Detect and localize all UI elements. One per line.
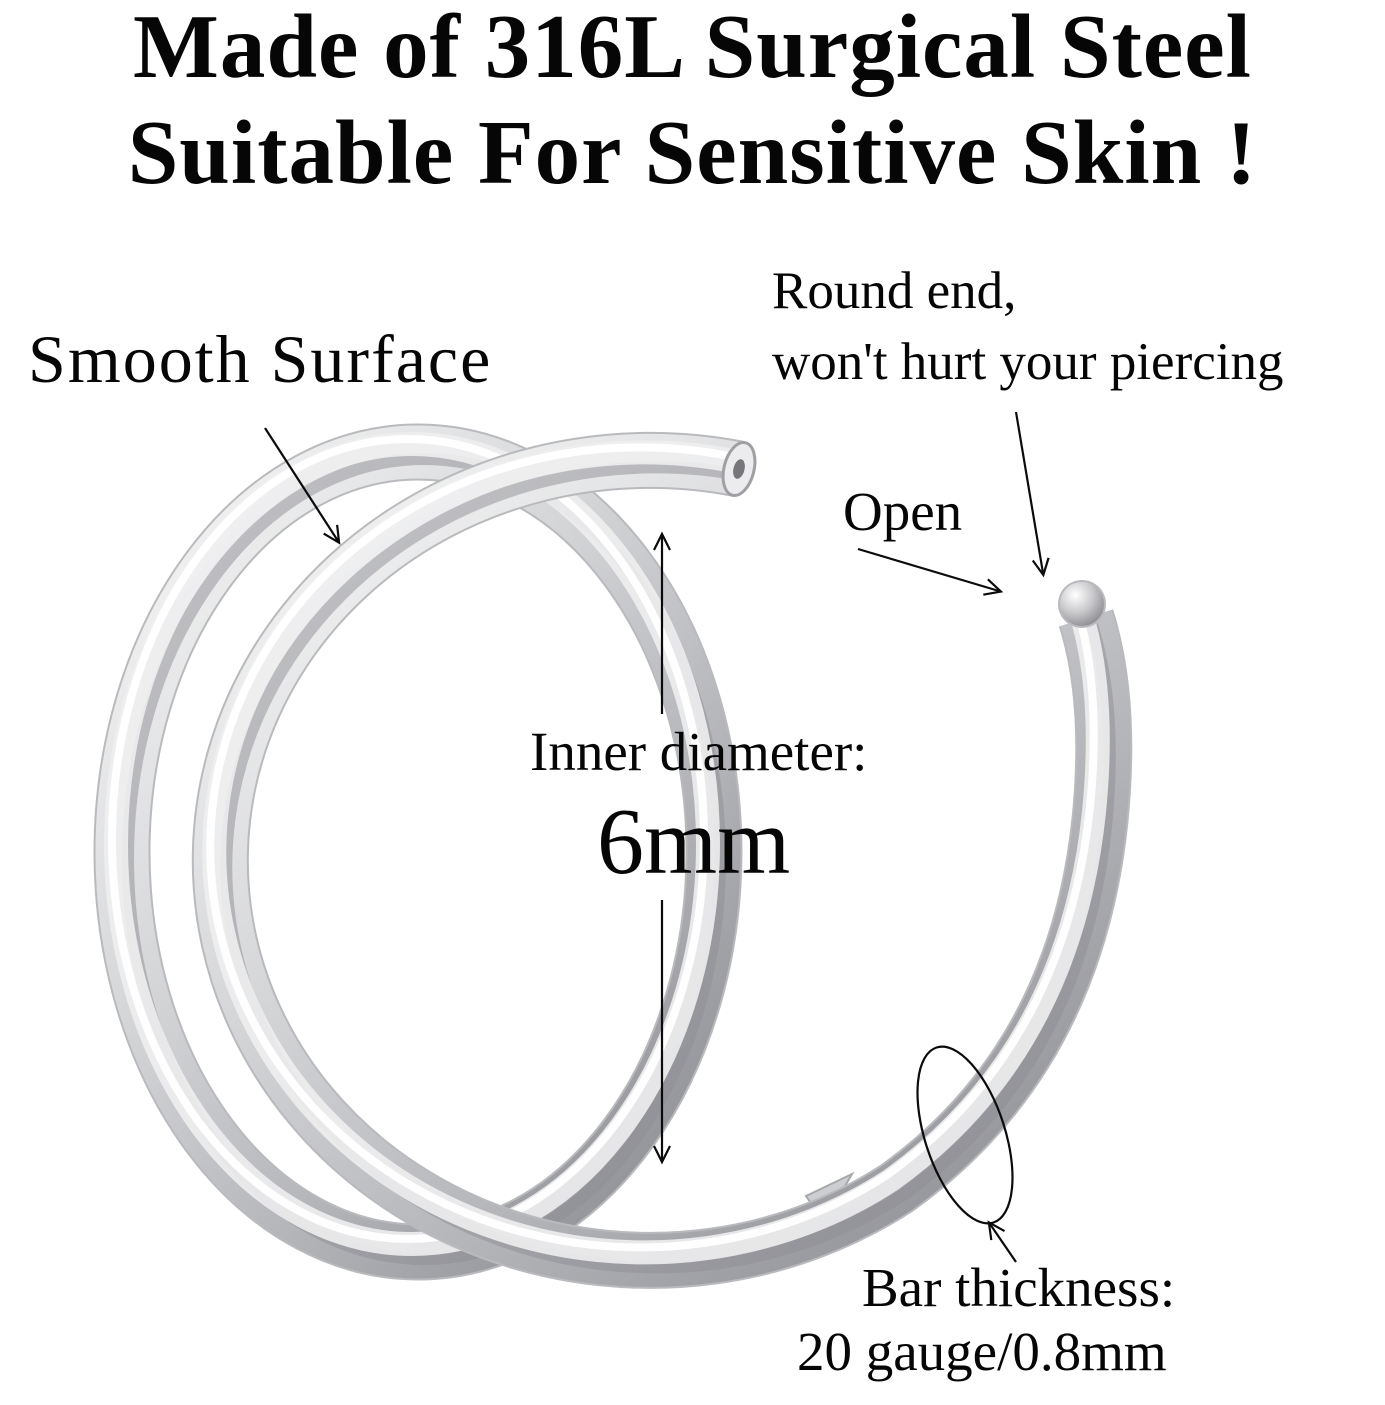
title-line-1: Made of 316L Surgical Steel	[133, 0, 1252, 97]
label-round-end-line-2: won't hurt your piercing	[772, 333, 1284, 392]
ball-end	[1058, 580, 1106, 628]
left-hoop	[93, 423, 743, 1281]
label-smooth-surface: Smooth Surface	[28, 321, 493, 397]
open-arrow	[857, 547, 1004, 596]
product-title: Made of 316L Surgical Steel Suitable For…	[0, 0, 1385, 207]
right-hoop	[191, 431, 1133, 1289]
label-round-end-line-1: Round end,	[772, 262, 1017, 320]
label-open: Open	[843, 481, 963, 542]
value-inner-diameter: 6mm	[597, 790, 791, 894]
tube-open-end	[721, 441, 757, 497]
round-end-arrow	[1014, 411, 1050, 578]
label-inner-diameter: Inner diameter:	[530, 721, 868, 782]
bar-thickness-arrow	[987, 1220, 1017, 1263]
value-bar-thickness: 20 gauge/0.8mm	[797, 1321, 1167, 1382]
label-bar-thickness: Bar thickness:	[862, 1257, 1176, 1318]
title-line-2: Suitable For Sensitive Skin !	[127, 102, 1258, 204]
smooth-surface-arrow	[264, 427, 341, 545]
label-round-end: Round end, won't hurt your piercing	[772, 256, 1283, 398]
